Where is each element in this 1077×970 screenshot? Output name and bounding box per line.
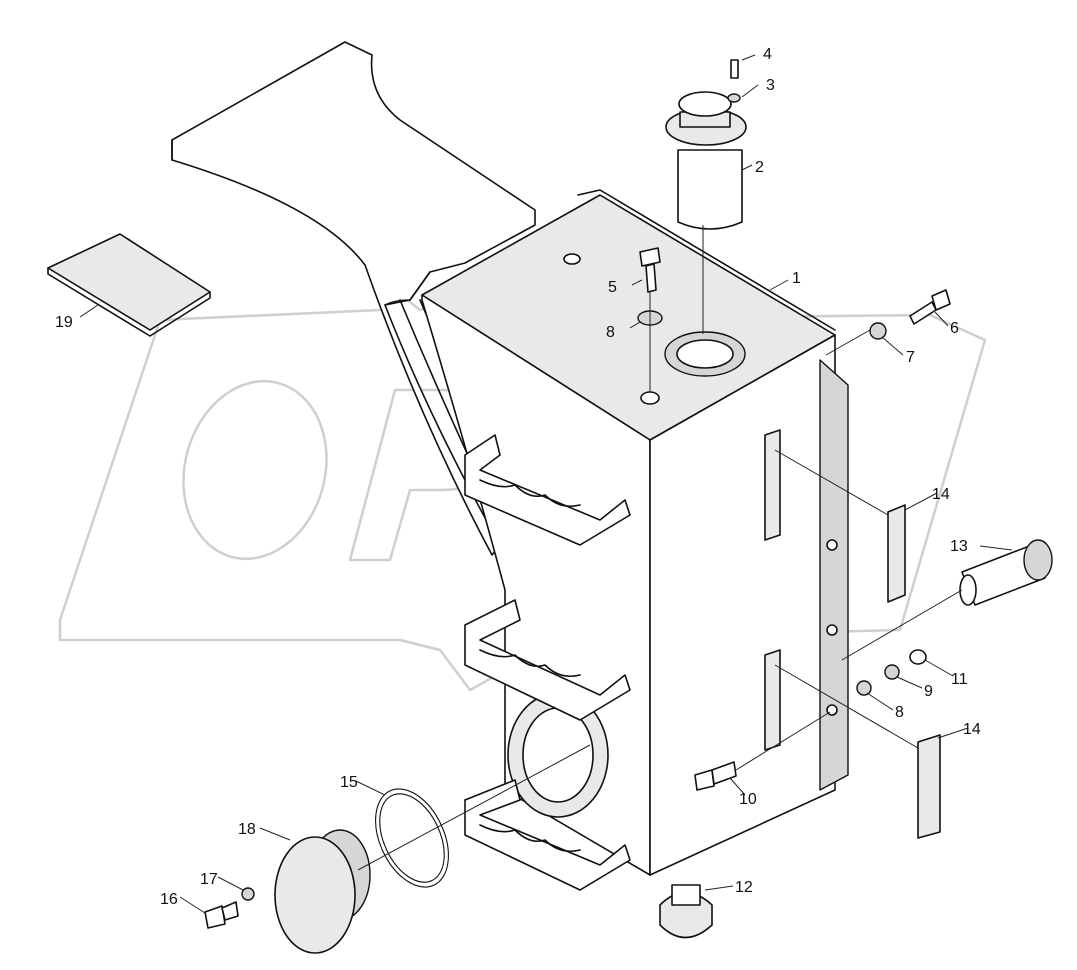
part-12-plug bbox=[659, 884, 713, 939]
callout-13: 13 bbox=[950, 538, 968, 555]
callout-7: 7 bbox=[906, 349, 915, 366]
part-15-seal-ring bbox=[375, 788, 449, 888]
leader-lines bbox=[79, 54, 1013, 914]
callout-1: 1 bbox=[792, 270, 801, 287]
callout-labels: 1 2 3 4 5 6 7 8 8 9 10 11 12 13 14 14 15… bbox=[55, 46, 981, 908]
callout-14-upper: 14 bbox=[932, 486, 950, 503]
callout-9: 9 bbox=[924, 683, 933, 700]
steps bbox=[464, 434, 631, 891]
part-18-cover bbox=[274, 829, 371, 954]
callout-4: 4 bbox=[763, 46, 772, 63]
part-2-filter bbox=[665, 91, 747, 230]
callout-11: 11 bbox=[951, 671, 968, 688]
callout-14-lower: 14 bbox=[963, 721, 981, 738]
callout-2: 2 bbox=[755, 159, 764, 176]
part-3-4-bolt-washer bbox=[727, 59, 741, 103]
callout-19: 19 bbox=[55, 314, 73, 331]
callout-3: 3 bbox=[766, 77, 775, 94]
callout-5: 5 bbox=[608, 279, 617, 296]
part-6-7-bolt-washer bbox=[869, 289, 951, 340]
part-8-9-11-hardware bbox=[856, 649, 927, 696]
part-16-17-bolt-washer bbox=[204, 887, 255, 929]
part-13-cap bbox=[959, 539, 1053, 606]
callout-18: 18 bbox=[238, 821, 256, 838]
callout-12: 12 bbox=[735, 879, 753, 896]
part-1-tank bbox=[421, 189, 849, 876]
callout-16: 16 bbox=[160, 891, 178, 908]
part-14-bars bbox=[887, 504, 941, 839]
callout-17: 17 bbox=[200, 871, 218, 888]
part-19-pad bbox=[47, 233, 211, 337]
part-10-bolt bbox=[694, 761, 737, 791]
callout-8-top: 8 bbox=[606, 324, 615, 341]
callout-8-right: 8 bbox=[895, 704, 904, 721]
callout-10: 10 bbox=[739, 791, 757, 808]
callout-6: 6 bbox=[950, 320, 959, 337]
callout-15: 15 bbox=[340, 774, 358, 791]
